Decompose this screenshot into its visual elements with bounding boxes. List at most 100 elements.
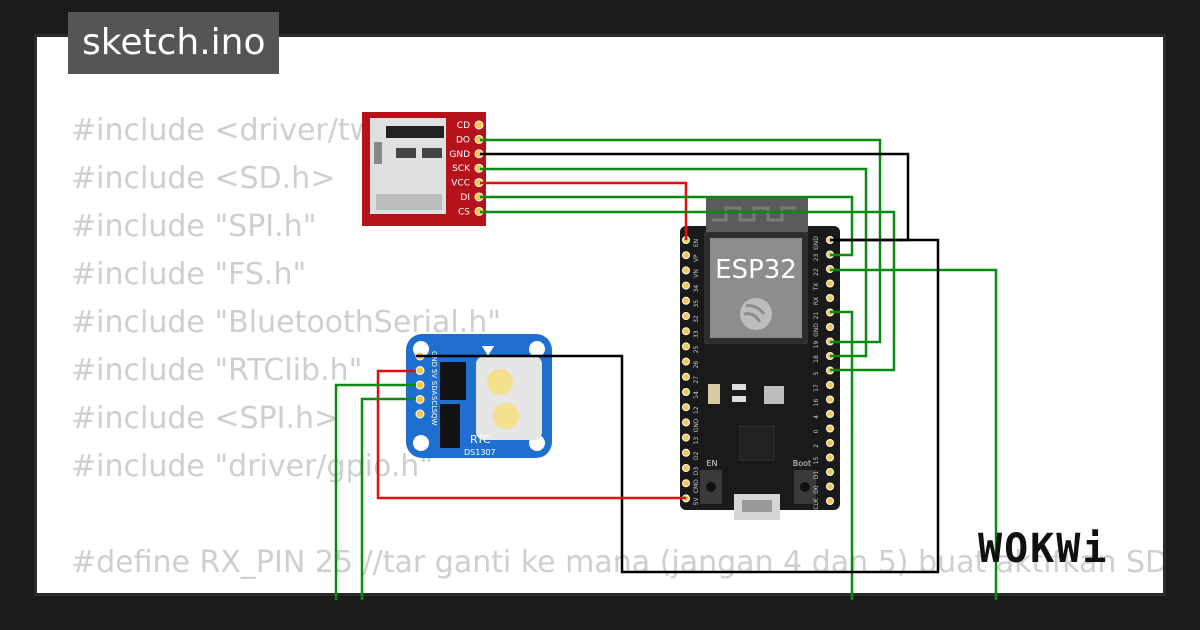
rtc-pin-5v[interactable] <box>415 366 425 375</box>
file-tab[interactable]: sketch.ino <box>68 12 280 74</box>
component <box>708 384 720 404</box>
esp-right-pin[interactable] <box>826 497 834 505</box>
wire-esp-21[interactable] <box>830 310 854 600</box>
wire-sd-vcc[interactable] <box>480 181 688 240</box>
esp-left-pin[interactable] <box>682 281 690 290</box>
wire-rtc-5v[interactable] <box>376 369 686 500</box>
rtc-pin-sda[interactable] <box>415 380 425 390</box>
pin-label: 34 <box>693 285 700 293</box>
pin-label: D2 <box>693 451 700 460</box>
rtc-sublabel: DS1307 <box>464 448 496 457</box>
esp-right-pin[interactable] <box>826 439 834 447</box>
code-line: #define RX_PIN 25 //tar ganti ke mana (j… <box>71 545 1166 580</box>
esp-right-pin[interactable] <box>826 410 834 418</box>
editor-panel: #include <driver/twai.h>#include <SD.h>#… <box>34 34 1166 596</box>
pin-label: 32 <box>693 315 700 323</box>
wire-rtc-gnd[interactable] <box>416 238 940 574</box>
esp-right-pin[interactable] <box>826 468 834 476</box>
mount-hole <box>529 341 545 357</box>
esp-left-pin[interactable] <box>682 464 690 472</box>
esp-left-pin[interactable] <box>682 296 690 305</box>
wire-sd-cs[interactable] <box>480 210 896 372</box>
esp32-chip-label: ESP32 <box>715 255 797 285</box>
esp-left-pin[interactable] <box>682 388 690 396</box>
wire-sd-sck[interactable] <box>480 167 868 358</box>
esp-left-pin[interactable] <box>682 448 690 457</box>
rtc-pin-sqw[interactable] <box>415 409 425 419</box>
code-line: #include "FS.h" <box>71 257 307 292</box>
code-line: #include <SPI.h> <box>71 401 340 436</box>
boot-button-label: Boot <box>793 459 811 468</box>
pin-label: 15 <box>813 457 820 465</box>
pin-label: DO <box>456 135 470 145</box>
esp-right-pin[interactable] <box>826 424 834 433</box>
pin-label: GND <box>813 236 820 250</box>
pin-label: 19 <box>813 341 820 349</box>
wire-rtc-scl[interactable] <box>360 397 416 600</box>
esp-left-pin[interactable] <box>682 327 690 336</box>
pin-label: 2 <box>813 444 820 448</box>
pin-label: 22 <box>813 268 820 276</box>
esp-left-pin[interactable] <box>682 266 690 275</box>
esp-left-pin[interactable] <box>682 418 690 427</box>
esp32-board[interactable]: ESP32 EN Boot ENVPVN343532332526271412GN… <box>680 198 840 520</box>
esp-left-pin[interactable] <box>682 403 690 412</box>
pin-label: SCL <box>430 396 438 409</box>
sd-contact <box>396 148 416 158</box>
rtc-crystal <box>440 404 460 448</box>
esp-left-pin[interactable] <box>682 342 690 351</box>
sd-slot-base <box>376 194 442 210</box>
rtc-label: RTC <box>470 433 491 446</box>
pin-label: RX <box>813 297 820 305</box>
esp-right-pin[interactable] <box>826 294 834 302</box>
pin-label: D1 <box>813 471 820 480</box>
pin-label: GND <box>813 323 820 337</box>
pin-label: 17 <box>813 384 820 392</box>
pin-label: CD <box>457 121 470 131</box>
esp-left-pin[interactable] <box>682 251 690 260</box>
esp-right-pin[interactable] <box>826 395 834 404</box>
boot-button-cap <box>800 482 810 492</box>
component <box>732 396 746 402</box>
code-line: #include "driver/gpio.h" <box>71 449 434 484</box>
esp-right-pin[interactable] <box>826 453 834 462</box>
pin-label: D3 <box>693 467 700 476</box>
wire-rtc-sda[interactable] <box>334 383 416 600</box>
pin-label: 4 <box>813 415 820 419</box>
sd-latch <box>374 142 382 164</box>
sd-pin-cd[interactable] <box>474 120 484 130</box>
esp-right-pin[interactable] <box>826 381 834 389</box>
wire-esp-22[interactable] <box>830 268 998 600</box>
esp-right-pin[interactable] <box>826 279 834 288</box>
esp-right-pin[interactable] <box>826 482 834 491</box>
esp-left-pin[interactable] <box>682 312 690 320</box>
wokwi-logo: WOKWi <box>978 526 1109 572</box>
pin-label: 35 <box>693 300 700 308</box>
regulator <box>764 386 784 404</box>
pin-label: 18 <box>813 355 820 363</box>
pin-label: 0 <box>813 429 820 433</box>
wire-sd-di[interactable] <box>480 195 854 257</box>
code-line: #include "BluetoothSerial.h" <box>71 305 502 340</box>
pin-label: DI <box>460 193 470 203</box>
esp-left-pin[interactable] <box>682 433 690 442</box>
battery-contact <box>493 403 519 429</box>
pin-label: D0 <box>813 485 820 494</box>
pin-label: 12 <box>693 406 700 414</box>
pin-label: SDA <box>430 381 438 396</box>
esp-right-pin[interactable] <box>826 323 834 331</box>
rtc-pin-scl[interactable] <box>415 395 425 404</box>
pin-label: SQW <box>430 409 438 426</box>
esp-left-pin[interactable] <box>682 357 690 366</box>
esp-left-pin[interactable] <box>682 479 690 488</box>
esp-left-pin[interactable] <box>682 372 690 381</box>
code-editor[interactable]: #include <driver/twai.h>#include <SD.h>#… <box>71 107 1166 593</box>
en-button-label: EN <box>706 459 717 468</box>
rtc-chip <box>440 362 466 400</box>
pin-label: CS <box>458 207 470 217</box>
code-line: #include "SPI.h" <box>71 209 317 244</box>
pin-label: 16 <box>813 399 820 407</box>
pin-label: VCC <box>451 179 470 189</box>
